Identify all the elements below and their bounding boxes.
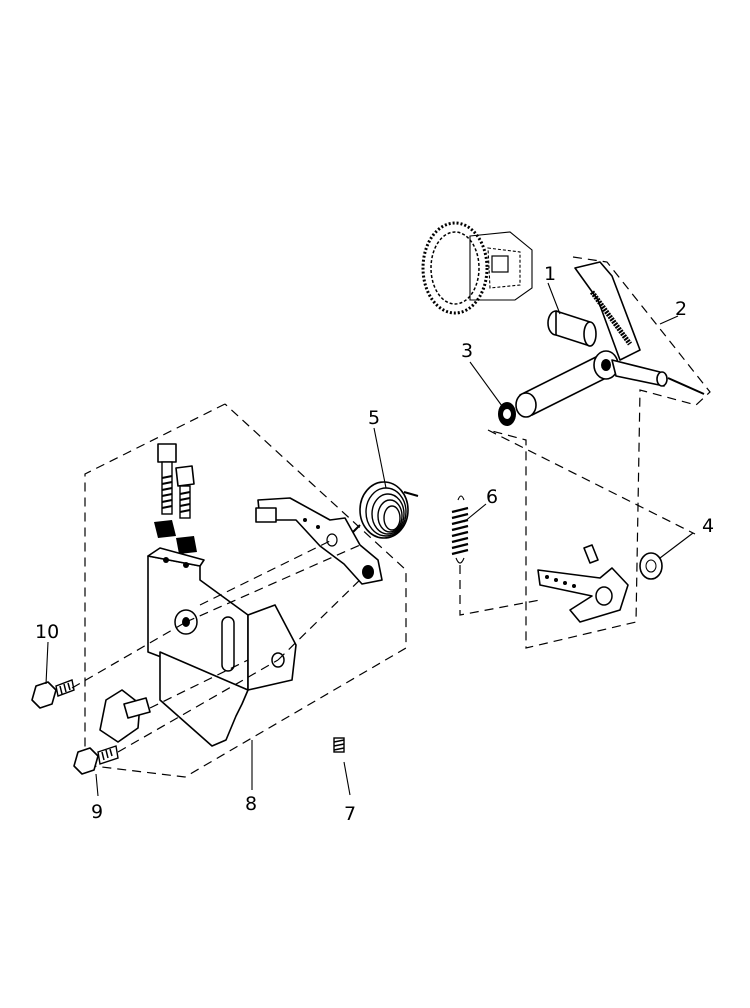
governor-shaft-assembly [515, 261, 705, 418]
callout-labels: 1 2 3 4 5 6 7 8 9 10 [35, 263, 714, 825]
mounting-bracket-part-8 [147, 547, 297, 747]
bracket-assembly-outline [84, 403, 407, 778]
governor-lever-arm [537, 544, 629, 623]
washer-part-4 [639, 552, 663, 580]
leader-lines [45, 282, 694, 797]
callout-7: 7 [344, 803, 356, 825]
alignment-lines [71, 539, 369, 753]
clevis-pin-part-1 [547, 310, 597, 347]
hex-bolt-short [175, 465, 195, 519]
hex-nut-right [176, 536, 197, 554]
engine-gear-housing [421, 221, 533, 315]
hex-screw-part-9 [73, 745, 119, 775]
callout-4: 4 [702, 515, 714, 537]
callout-9: 9 [91, 801, 103, 823]
throttle-lever-plate [255, 497, 383, 585]
callout-1: 1 [544, 263, 556, 285]
hex-nut-left [154, 520, 176, 538]
callout-10: 10 [35, 621, 59, 643]
torsion-spring-part-5 [344, 481, 419, 541]
set-screw-part-7 [333, 737, 345, 753]
callout-6: 6 [486, 486, 498, 508]
extension-spring-part-6 [451, 495, 541, 616]
hex-screw-part-10 [31, 679, 75, 709]
adjustment-knob [99, 689, 151, 743]
callout-8: 8 [245, 793, 257, 815]
washer-part-3 [498, 402, 516, 426]
governor-linkage-outline [487, 256, 711, 649]
callout-2: 2 [675, 298, 687, 320]
callout-5: 5 [368, 407, 380, 429]
hex-bolt-long [157, 443, 177, 515]
callout-3: 3 [461, 340, 473, 362]
